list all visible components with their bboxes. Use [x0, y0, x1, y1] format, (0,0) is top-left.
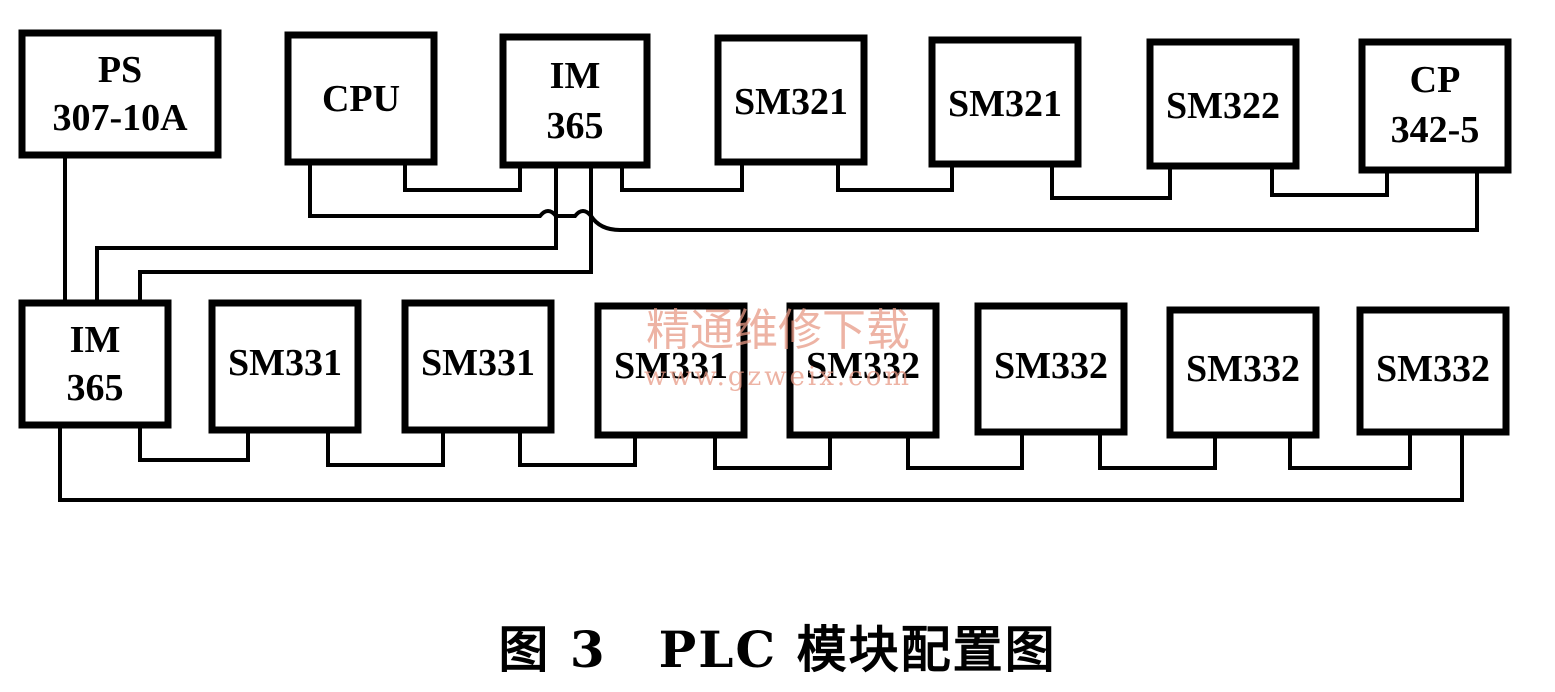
module-im365-bottom: IM 365	[18, 299, 172, 429]
module-label-line: 342-5	[1391, 109, 1480, 151]
module-cp342-5: CP 342-5	[1358, 38, 1512, 174]
module-label-line: SM331	[228, 342, 342, 384]
module-label-line: SM332	[806, 345, 920, 387]
module-sm332-d: SM332	[1356, 306, 1510, 436]
figure-caption: 图 3 PLC 模块配置图	[498, 620, 1057, 679]
module-label-line: 307-10A	[52, 97, 188, 139]
module-label-line: SM321	[734, 81, 848, 123]
top-row-modules: PS 307-10A CPU IM 365 SM321 SM321 SM322 …	[18, 29, 1512, 174]
module-label-line: SM331	[421, 342, 535, 384]
module-sm332-c: SM332	[1166, 306, 1320, 439]
module-sm331-b: SM331	[401, 299, 555, 434]
module-label-line: SM332	[994, 345, 1108, 387]
module-label-line: SM322	[1166, 85, 1280, 127]
connection-lines	[58, 155, 1479, 502]
wire-im-link-2	[138, 165, 593, 303]
module-label-line: CPU	[322, 78, 400, 120]
wire-bottom-return-loop	[58, 425, 1464, 502]
module-label-line: SM332	[1376, 348, 1490, 390]
module-label-line: SM331	[614, 345, 728, 387]
module-label-line: PS	[98, 49, 142, 91]
wire-bottom-bus	[138, 425, 1412, 470]
module-cpu: CPU	[284, 31, 438, 166]
module-label-line: SM321	[948, 83, 1062, 125]
module-label-line: 365	[67, 367, 124, 409]
watermark-line-2: www.gzweix.com	[644, 362, 912, 392]
module-sm321-b: SM321	[928, 36, 1082, 168]
module-ps-307-10a: PS 307-10A	[18, 29, 222, 159]
module-label-line: SM332	[1186, 348, 1300, 390]
module-label-line: CP	[1410, 59, 1461, 101]
module-im365-top: IM 365	[499, 33, 651, 169]
module-sm331-a: SM331	[208, 299, 362, 434]
bottom-row-modules: IM 365 SM331 SM331 SM331 SM332 SM332 SM3…	[18, 299, 1510, 439]
module-label-line: IM	[550, 55, 601, 97]
watermark-line-1: 精通维修下载	[646, 305, 910, 356]
wire-top-bus	[403, 162, 1389, 200]
wire-cp-return-loop	[589, 165, 1479, 232]
module-sm321-a: SM321	[714, 34, 868, 166]
watermark: 精通维修下载 www.gzweix.com	[644, 305, 912, 392]
module-label-line: 365	[547, 105, 604, 147]
module-sm331-c: SM331	[594, 302, 748, 439]
module-sm332-b: SM332	[974, 302, 1128, 436]
wire-im-link-1	[95, 165, 558, 303]
module-sm322: SM322	[1146, 38, 1300, 170]
module-sm332-a: SM332	[786, 302, 940, 439]
module-label-line: IM	[70, 319, 121, 361]
